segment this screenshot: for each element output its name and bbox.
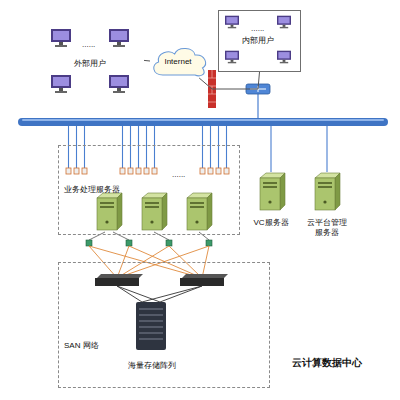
- diagram-caption: 云计算数据中心: [292, 357, 362, 369]
- nic-port: [152, 168, 157, 174]
- user-group-box: 内部用户: [218, 10, 301, 72]
- hba-card: [166, 240, 172, 246]
- node-label: SAN 网络: [64, 341, 99, 351]
- nic-port: [224, 168, 229, 174]
- caption-holder: 云计算数据中心: [292, 352, 362, 370]
- user-computer: [51, 29, 71, 47]
- server-icon: [187, 193, 212, 230]
- user-computer: [225, 16, 239, 29]
- nic-port: [144, 168, 149, 174]
- node-label: 云平台管理服务器: [305, 218, 349, 238]
- user-computer: [51, 75, 71, 93]
- hba-card: [86, 240, 92, 246]
- internet-cloud: Internet: [150, 44, 210, 78]
- nic-port: [66, 168, 71, 174]
- network-link: [144, 60, 150, 62]
- ellipsis-label: ......: [82, 40, 95, 50]
- san-switch: [180, 278, 224, 286]
- storage-rack: [136, 302, 166, 350]
- storage-wires: [117, 286, 202, 302]
- label-holder: ......: [82, 33, 95, 51]
- node-label: 业务处理服务器: [64, 185, 120, 195]
- storage-shelves: [139, 309, 163, 339]
- node-label: 外部用户: [40, 59, 140, 69]
- hba-card: [126, 240, 132, 246]
- san-switch-top: [182, 274, 228, 278]
- nic-port: [216, 168, 221, 174]
- user-computer: [277, 51, 291, 64]
- nic-port: [136, 168, 141, 174]
- nic-port: [82, 168, 87, 174]
- server-icon: [142, 193, 167, 230]
- user-computer: [277, 16, 291, 29]
- hba-wires: [89, 232, 209, 240]
- server-icon: [260, 173, 285, 210]
- uplink-wire: [257, 94, 258, 118]
- san-switch-top: [97, 274, 143, 278]
- network-link: [199, 72, 259, 89]
- user-computer: [225, 51, 239, 64]
- user-computer: [109, 29, 129, 47]
- san-switch: [95, 278, 139, 286]
- node-label: Internet: [150, 57, 206, 67]
- nic-port: [74, 168, 79, 174]
- nic-port: [120, 168, 125, 174]
- hba-card: [206, 240, 212, 246]
- nic-port: [128, 168, 133, 174]
- ellipsis-label: ......: [172, 170, 185, 180]
- server-cluster-box: 业务处理服务器: [58, 145, 240, 235]
- server-icon: [97, 193, 122, 230]
- storage-node: 海量存储阵列: [123, 301, 185, 373]
- node-label: VC服务器: [250, 218, 292, 228]
- label-holder: ......: [172, 163, 185, 181]
- node-label: 海量存储阵列: [123, 361, 181, 371]
- user-computer: [109, 75, 129, 93]
- nic-port: [200, 168, 205, 174]
- san-network-box: SAN 网络海量存储阵列: [58, 262, 270, 388]
- bus-drop-wires: [69, 126, 328, 172]
- node-label: 内部用户: [219, 36, 297, 46]
- server-icon: [315, 173, 340, 210]
- network-bus: [18, 118, 388, 126]
- ellipsis-label: ......: [251, 24, 264, 34]
- user-group: 外部用户: [40, 28, 144, 100]
- bus-highlight: [22, 119, 384, 121]
- nic-port: [208, 168, 213, 174]
- server-node: 云平台管理服务器: [298, 170, 356, 242]
- server-node: VC服务器: [250, 170, 296, 230]
- label-holder: ......: [251, 17, 264, 35]
